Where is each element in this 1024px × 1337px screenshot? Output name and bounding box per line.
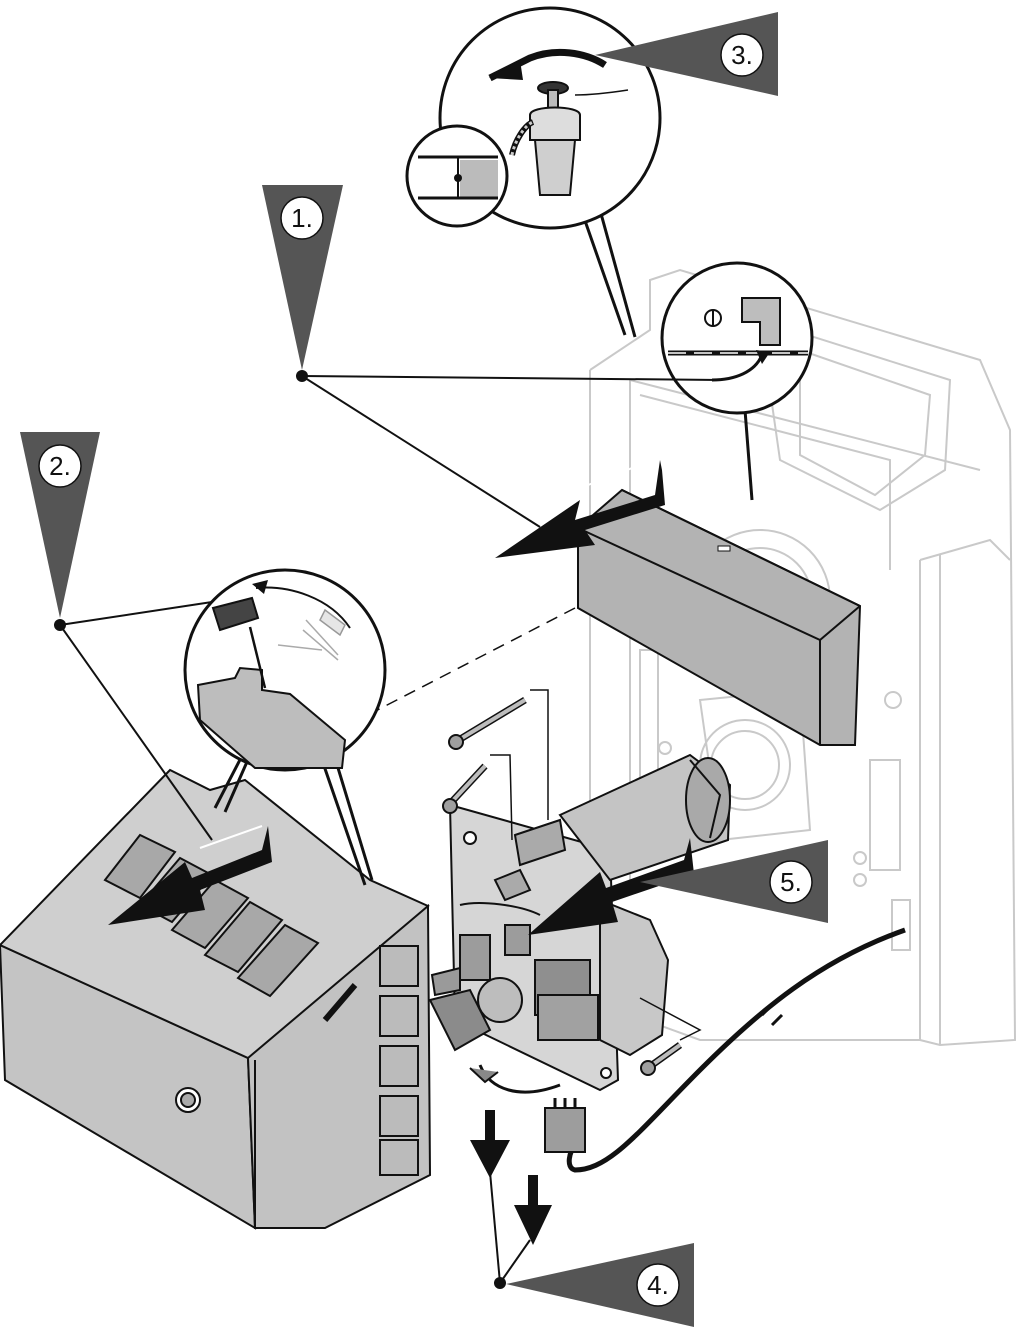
- callout-step-4: 4.: [506, 1243, 694, 1327]
- panel-pull-arrow: [495, 460, 665, 558]
- callout-step-1: 1.: [262, 185, 343, 370]
- detail-circle-clip: [660, 261, 814, 501]
- step-1-label: 1.: [291, 203, 313, 233]
- step-2-label: 2.: [49, 451, 71, 481]
- callout-step-5: 5.: [640, 840, 828, 923]
- leader-dots: [54, 370, 506, 1289]
- power-cable: [544, 927, 906, 1173]
- front-panel: [577, 488, 862, 746]
- callout-step-3: 3.: [595, 12, 778, 96]
- alignment-line: [299, 607, 576, 751]
- step-5-label: 5.: [780, 867, 802, 897]
- detail-circle-handle: [183, 568, 387, 886]
- burner-cover: [0, 768, 432, 1230]
- cover-pull-arrow: [108, 826, 272, 925]
- burner-pull-arrow: [528, 838, 694, 935]
- step-3-label: 3.: [731, 40, 753, 70]
- leader-lines: [59, 375, 721, 1284]
- step-4-label: 4.: [647, 1270, 669, 1300]
- screws: [442, 689, 702, 1076]
- callout-step-2: 2.: [20, 432, 100, 618]
- valve-symbol: [405, 124, 509, 228]
- down-arrows: [470, 1110, 552, 1245]
